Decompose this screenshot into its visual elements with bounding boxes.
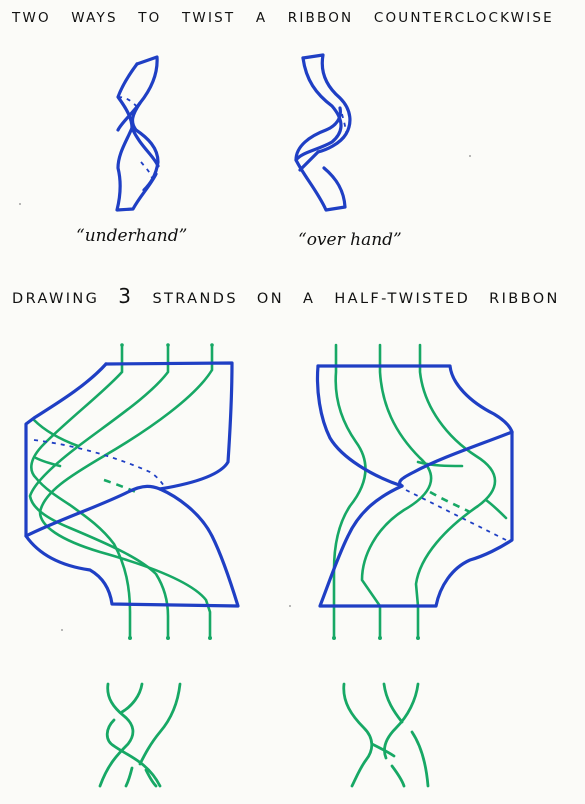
right-ribbon-crossing-edge [398,430,514,488]
left-braid-strand-c [138,682,182,766]
right-strand-back-1 [429,490,471,514]
underhand-hidden-edge-top [117,96,139,109]
left-strand-1 [30,343,132,640]
right-braid-strand-b [382,682,404,724]
right-ribbon-hidden-edge [405,489,507,541]
overhand-ribbon-left-edge [294,56,347,212]
right-ribbon-left-edge [315,364,404,488]
left-braid-strand-b2 [105,718,162,788]
left-braid-strand-b [120,682,144,714]
left-braid-strand-c2 [124,766,134,788]
right-strand-back-3 [416,460,464,468]
right-strand-2 [360,343,433,640]
right-braid-strand-c2 [390,764,406,788]
underhand-ribbon-left-edge [115,62,158,212]
left-ribbon-top-edge [104,361,234,491]
left-braid-strand-d [144,768,158,788]
overhand-ribbon-front-face [294,106,342,172]
right-ribbon-top-edge [316,364,514,434]
right-braid [342,682,430,788]
underhand-caption: “underhand” [76,226,188,246]
left-strand-top-stubs [120,343,214,347]
left-braid [98,682,182,788]
left-ribbon-crossing-edge [24,484,162,538]
left-braid-strand-a [98,682,135,788]
left-half-twist-ribbon [24,343,240,640]
right-braid-strand-a [342,682,374,788]
right-strand-3 [414,343,497,640]
right-braid-strand-d [370,742,396,758]
left-ribbon-left-edge [24,362,240,608]
left-ribbon-hidden-edge [33,439,165,487]
right-ribbon-right-edge [318,430,514,608]
section-heading-suffix: strands on a half-twisted ribbon [152,291,560,307]
underhand-ribbon-front-face [116,101,160,168]
right-strand-1 [332,343,367,640]
right-strand-bottom-stubs [332,636,420,640]
left-strand-back-2 [34,456,62,468]
left-strand-bottom-stubs [128,636,212,640]
left-strand-3 [38,343,214,640]
strand-count: 3 [118,284,134,308]
left-strand-2 [28,343,170,640]
overhand-ribbon [294,53,352,212]
overhand-ribbon-right-edge [301,53,352,154]
paper-specks [19,155,471,631]
page-title: Two ways to twist a ribbon counterclockw… [12,10,554,26]
underhand-hidden-edge-bottom [140,161,153,179]
underhand-ribbon-right-edge [130,55,160,192]
underhand-ribbon [115,55,160,212]
left-strands [28,343,214,640]
overhand-caption: “over hand” [298,230,402,250]
left-strand-back-1 [32,418,80,448]
overhand-hidden-edge [341,113,347,135]
right-strand-back-2 [484,498,508,520]
section-heading-prefix: Drawing [12,291,100,307]
right-braid-strand-b2 [410,730,430,788]
section-heading: Drawing 3 strands on a half-twisted ribb… [12,284,560,308]
right-strands [332,343,508,640]
right-half-twist-ribbon [315,343,514,640]
right-braid-strand-c [383,682,420,760]
